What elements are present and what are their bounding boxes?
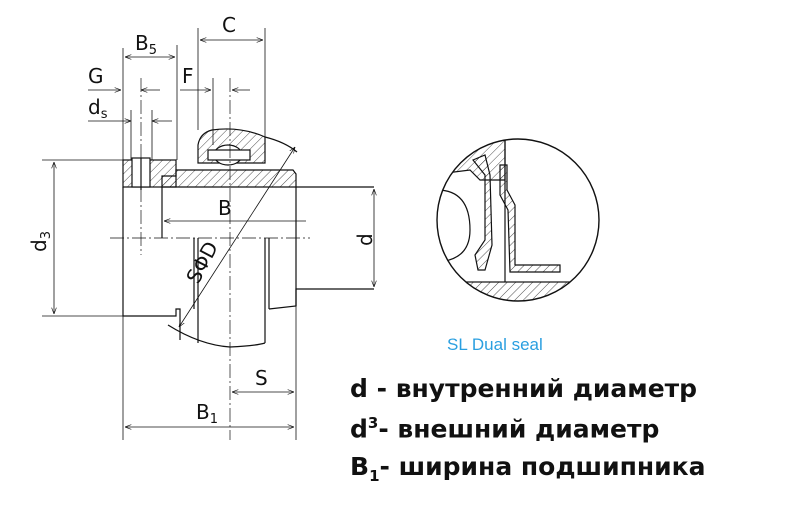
legend-text: - ширина подшипника bbox=[379, 452, 706, 481]
legend-symbol: d bbox=[350, 414, 368, 444]
inner-ring bbox=[161, 169, 297, 188]
dim-label-f: F bbox=[182, 64, 194, 88]
dim-label-sphere-diameter: SΦD bbox=[181, 237, 223, 287]
dim-label-b: B bbox=[218, 196, 232, 220]
legend-sub: 1 bbox=[369, 467, 380, 485]
seal-detail bbox=[437, 139, 599, 301]
dim-label-d3: d3 bbox=[27, 231, 54, 252]
legend-text: - внутренний диаметр bbox=[367, 374, 698, 403]
legend-symbol: B bbox=[350, 452, 370, 481]
legend-symbol: d bbox=[350, 374, 368, 403]
dim-label-ds: ds bbox=[88, 95, 108, 122]
seal-caption: SL Dual seal bbox=[447, 335, 543, 354]
dim-label-b5: B5 bbox=[135, 31, 157, 58]
legend-line-outer-diameter: d3- внешний диаметр bbox=[350, 414, 659, 443]
dim-label-c: C bbox=[222, 13, 236, 37]
legend-line-inner-diameter: d - внутренний диаметр bbox=[350, 374, 697, 403]
dim-label-b1: B1 bbox=[196, 400, 218, 427]
dim-label-s: S bbox=[255, 366, 268, 390]
dim-label-g: G bbox=[88, 64, 104, 88]
legend-sup: 3 bbox=[367, 414, 379, 432]
dim-label-d: d bbox=[353, 233, 377, 246]
legend-text: - внешний диаметр bbox=[378, 414, 660, 444]
legend-line-width: B1- ширина подшипника bbox=[350, 452, 706, 485]
